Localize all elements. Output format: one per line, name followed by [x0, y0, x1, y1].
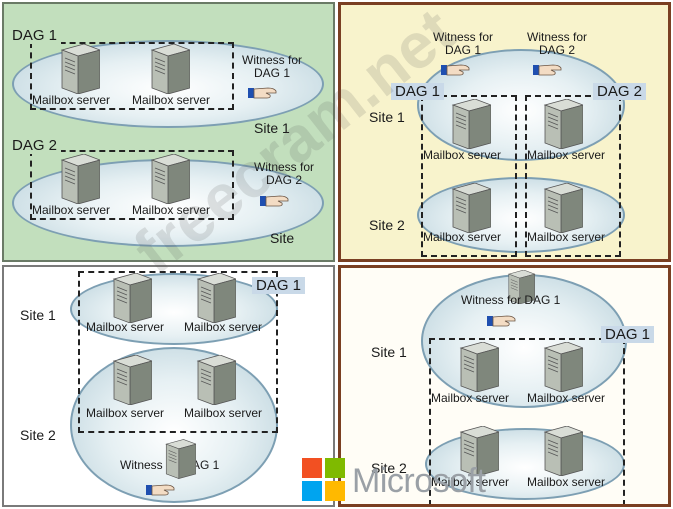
dag1-boundary: [429, 338, 625, 504]
dag1-boundary: [421, 95, 517, 257]
mailbox-server-icon: [144, 154, 190, 204]
mailbox-server-label: Mailbox server: [32, 93, 111, 107]
witness-hand-icon: [248, 84, 278, 100]
mailbox-server-icon: [54, 44, 100, 94]
mailbox-server-icon: [190, 273, 236, 323]
site1-label: Site 1: [254, 120, 290, 136]
mailbox-server-icon: [537, 426, 583, 476]
mailbox-server-label: Mailbox server: [132, 203, 211, 217]
dag2-label: DAG 2: [8, 137, 62, 154]
mailbox-server-icon: [537, 99, 583, 149]
site2-label: Site 2: [371, 460, 407, 476]
site-label: Site: [270, 230, 295, 246]
dag1-label: DAG 1: [391, 83, 445, 100]
panel-diagram-3: DAG 1 Site 1 Site 2 Mailbox server Mailb…: [2, 265, 335, 507]
witness-server-icon: [160, 439, 196, 479]
mailbox-server-label: Mailbox server: [184, 320, 263, 334]
dag1-boundary: [78, 271, 278, 433]
mailbox-server-label: Mailbox server: [86, 406, 165, 420]
mailbox-server-icon: [537, 342, 583, 392]
panel-diagram-4: DAG 1 Witness for DAG 1 Site 1 Site 2 Ma…: [338, 265, 671, 507]
mailbox-server-icon: [453, 342, 499, 392]
dag2-boundary: [525, 95, 621, 257]
mailbox-server-icon: [106, 355, 152, 405]
panel-diagram-1: DAG 1 DAG 2 Mailbox server Mailbox serve…: [2, 2, 335, 262]
site2-ellipse: [425, 428, 625, 500]
microsoft-logo: Microsoft: [300, 456, 520, 506]
mailbox-server-icon: [106, 273, 152, 323]
mailbox-server-icon: [537, 183, 583, 233]
witness-hand-icon: [487, 312, 517, 328]
microsoft-wordmark: Microsoft: [352, 462, 486, 500]
mailbox-server-icon: [190, 355, 236, 405]
mailbox-server-label: Mailbox server: [527, 148, 606, 162]
site1-ellipse: [70, 273, 278, 345]
mailbox-server-label: Mailbox server: [527, 230, 606, 244]
witness-hand-icon: [533, 61, 563, 77]
mailbox-server-icon: [144, 44, 190, 94]
mailbox-server-label: Mailbox server: [431, 391, 510, 405]
site1-label: Site 1: [20, 307, 56, 323]
logo-square-green: [325, 458, 345, 478]
witness-hand-icon: [441, 61, 471, 77]
mailbox-server-label: Mailbox server: [527, 475, 606, 489]
site2-label: Site 2: [20, 427, 56, 443]
site1-label: Site 1: [371, 344, 407, 360]
witness-dag2-label: Witness for DAG 2: [254, 160, 315, 187]
mailbox-server-label: Mailbox server: [527, 391, 606, 405]
witness-hand-icon: [146, 481, 176, 497]
panel-diagram-2: Witness for DAG 1 Witness for DAG 2 DAG …: [338, 2, 671, 262]
mailbox-server-label: Mailbox server: [32, 203, 111, 217]
dag1-boundary: [30, 42, 234, 110]
witness-hand-icon: [260, 192, 290, 208]
logo-square-yellow: [325, 481, 345, 501]
mailbox-server-label: Mailbox server: [184, 406, 263, 420]
dag2-boundary: [30, 150, 234, 220]
mailbox-server-label: Mailbox server: [132, 93, 211, 107]
mailbox-server-icon: [445, 99, 491, 149]
site2-label: Site 2: [369, 217, 405, 233]
witness-dag1-label: Witness for DAG 1: [242, 53, 303, 80]
site2-ellipse: [417, 177, 625, 253]
witness-dag1-label: Witness for DAG 1: [433, 30, 494, 57]
dag1-label: DAG 1: [601, 326, 655, 343]
witness-dag1-label: Witness for DAG 1: [461, 293, 561, 307]
dag2-label: DAG 2: [593, 83, 647, 100]
mailbox-server-icon: [54, 154, 100, 204]
mailbox-server-icon: [445, 183, 491, 233]
witness-dag2-label: Witness for DAG 2: [527, 30, 588, 57]
mailbox-server-label: Mailbox server: [86, 320, 165, 334]
mailbox-server-label: Mailbox server: [423, 148, 502, 162]
dag1-label: DAG 1: [8, 27, 62, 44]
mailbox-server-label: Mailbox server: [431, 475, 510, 489]
mailbox-server-label: Mailbox server: [423, 230, 502, 244]
dag1-label: DAG 1: [252, 277, 306, 294]
logo-square-red: [302, 458, 322, 478]
logo-square-blue: [302, 481, 322, 501]
site1-label: Site 1: [369, 109, 405, 125]
